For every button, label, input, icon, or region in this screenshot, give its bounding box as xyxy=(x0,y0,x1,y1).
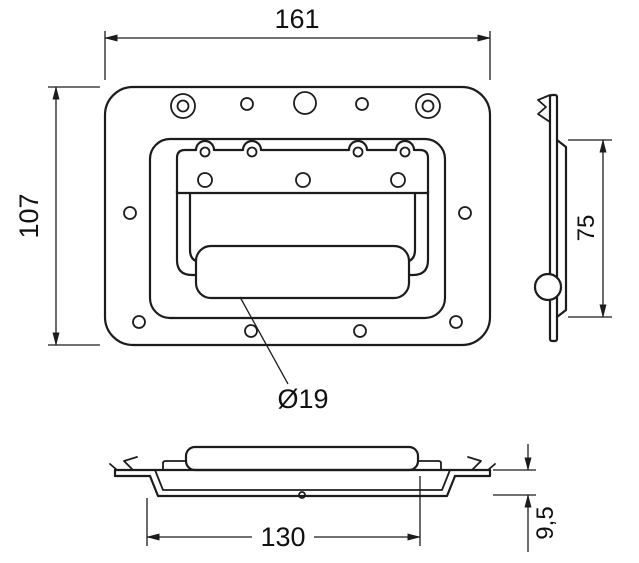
bottom-dish-profile xyxy=(113,468,492,499)
handle-grip xyxy=(194,244,411,300)
dimension-label-overall-width: 161 xyxy=(274,4,319,34)
dimension-label-handle-width: 130 xyxy=(260,522,305,552)
recess-rim xyxy=(148,137,447,320)
dimension-recess-depth: 75 xyxy=(568,139,612,318)
side-plate xyxy=(548,93,559,343)
dimension-grip-diameter: Ø19 xyxy=(239,296,329,414)
side-grip-end xyxy=(533,272,563,302)
mounting-plate-outline xyxy=(103,85,492,347)
side-recess-profile xyxy=(555,138,568,319)
bottom-view xyxy=(109,445,496,499)
bottom-grip xyxy=(184,445,420,472)
bottom-strap-right xyxy=(417,460,442,471)
dimension-label-panel-thickness: 9,5 xyxy=(532,506,559,539)
dimension-overall-width: 161 xyxy=(104,4,491,80)
dimension-overall-height: 107 xyxy=(14,86,100,346)
side-spring-clip xyxy=(537,94,551,123)
side-view xyxy=(533,93,568,343)
spring-mechanism xyxy=(175,139,430,195)
bottom-spring-clips xyxy=(109,456,496,471)
screw-holes xyxy=(123,91,472,338)
rivets xyxy=(197,172,406,188)
front-view xyxy=(103,85,492,347)
bottom-strap-left xyxy=(162,460,187,471)
dimension-panel-thickness: 9,5 xyxy=(493,444,559,552)
dimension-label-grip-diameter: Ø19 xyxy=(277,384,328,414)
dimension-label-overall-height: 107 xyxy=(14,193,44,238)
dimension-handle-width: 130 xyxy=(146,476,421,552)
dimension-label-recess-depth: 75 xyxy=(573,215,600,242)
